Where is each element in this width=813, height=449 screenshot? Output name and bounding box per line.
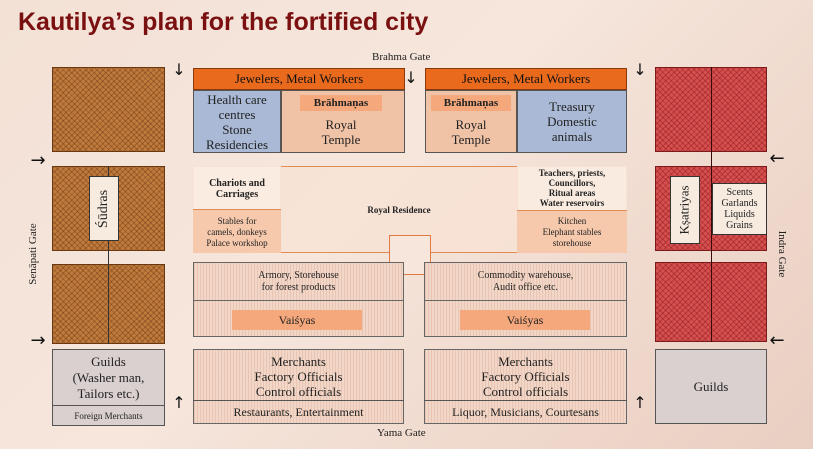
armory-label: Armory, Storehouse for forest products [193, 270, 404, 294]
teachers-line-3: Ritual areas [548, 188, 596, 198]
arrow-left-icon: ← [769, 148, 785, 169]
stables-line-2: camels, donkeys [207, 227, 267, 237]
teachers-line-2: Councillors, [548, 178, 596, 188]
merchants-right-line-3: Control officials [482, 384, 569, 399]
guilds-left-divider [52, 405, 165, 406]
merchants-left-line-1: Merchants [271, 354, 326, 369]
armory-line-2: for forest products [261, 282, 336, 293]
merchants-left-line-3: Control officials [255, 384, 342, 399]
merchants-right-line-2: Factory Officials [481, 369, 570, 384]
item-liquids: Liquids [724, 209, 755, 220]
arrow-up-icon: ↑ [172, 393, 186, 412]
armory-line-1: Armory, Storehouse [258, 270, 339, 281]
royal-temple-right: Royal Temple [431, 117, 511, 147]
merchants-left-label: Merchants Factory Officials Control offi… [193, 354, 404, 399]
armory-divider [193, 300, 404, 301]
commodity-label: Commodity warehouse, Audit office etc. [424, 270, 627, 294]
teachers-label: Teachers, priests, Councillors, Ritual a… [517, 168, 627, 208]
treasury-box: Treasury Domestic animals [517, 90, 627, 153]
stables-label: Stables for camels, donkeys Palace works… [193, 216, 281, 249]
kitchen-line-3: storehouse [552, 238, 592, 248]
arrow-up-icon: ↑ [633, 393, 647, 412]
kitchen-line-2: Elephant stables [542, 227, 602, 237]
top-left-header: Jewelers, Metal Workers [193, 68, 405, 90]
health-line-2: centres [218, 106, 256, 122]
commodity-line-2: Audit office etc. [492, 282, 559, 293]
guilds-left-box [52, 349, 165, 426]
ksatriyas-items-box: Scents Garlands Liquids Grains [712, 183, 767, 235]
royal-temple-left-line-2: Temple [321, 132, 361, 147]
brahmanas-tag-right: Brāhmaṇas [431, 95, 511, 111]
arrow-down-icon: ↓ [172, 60, 186, 79]
restaurants-label: Restaurants, Entertainment [233, 405, 364, 419]
health-line-4: Residencies [205, 136, 269, 152]
armory-block [193, 262, 404, 337]
arrow-down-icon: ↓ [633, 60, 647, 79]
teachers-line-4: Water reservoirs [539, 198, 605, 208]
commodity-line-1: Commodity warehouse, [477, 270, 574, 281]
merchants-right-box [424, 349, 627, 424]
health-line-3: Stone [222, 121, 252, 137]
teachers-box [517, 166, 627, 211]
merchants-left-line-2: Factory Officials [254, 369, 343, 384]
brahmanas-tag-left: Brāhmaṇas [300, 95, 382, 111]
stables-box [193, 210, 281, 253]
vaisyas-tag-right: Vaiśyas [460, 310, 590, 330]
brahma-gate-label: Brahma Gate [372, 51, 431, 63]
commodity-divider [424, 300, 627, 301]
stables-line-1: Stables for [217, 216, 257, 226]
guilds-left-line-2: (Washer man, [72, 370, 145, 385]
ksatriyas-label-box: Kṣatriyas [670, 176, 700, 244]
merchants-left-box [193, 349, 404, 424]
chariots-line-1: Chariots and [209, 178, 265, 189]
item-scents: Scents [726, 187, 753, 198]
treasury-line-3: animals [551, 129, 593, 144]
sudras-label-box: Śūdras [89, 176, 119, 241]
chariots-line-2: Carriages [215, 189, 259, 200]
yama-gate-label: Yama Gate [377, 427, 426, 439]
ksatriyas-divider [711, 67, 712, 342]
foreign-merchants-label: Foreign Merchants [74, 411, 143, 421]
sudras-divider [108, 166, 109, 344]
royal-temple-right-line-1: Royal [455, 117, 487, 132]
arrow-right-icon: → [30, 150, 46, 171]
royal-temple-left: Royal Temple [300, 117, 382, 147]
royal-temple-left-line-1: Royal [325, 117, 357, 132]
merchants-right-divider [424, 400, 627, 401]
health-care-box: Health care centres Stone Residencies [193, 90, 281, 153]
guilds-left-line-3: Tailors etc.) [77, 386, 140, 401]
ksatriyas-label: Kṣatriyas [677, 185, 693, 235]
merchants-right-line-1: Merchants [498, 354, 553, 369]
senapati-gate-label: Senāpati Gate [27, 223, 39, 285]
merchants-left-divider [193, 400, 404, 401]
chariots-label: Chariots and Carriages [193, 178, 281, 200]
arrow-down-icon: ↓ [404, 68, 418, 87]
sudras-block-top [52, 67, 165, 152]
arrow-right-icon: → [30, 330, 46, 351]
health-line-1: Health care [207, 91, 267, 107]
treasury-line-2: Domestic [547, 114, 597, 129]
chariots-box [193, 166, 281, 210]
liquor-label: Liquor, Musicians, Courtesans [452, 405, 599, 419]
indra-gate-label: Indra Gate [776, 230, 788, 278]
kitchen-box [517, 211, 627, 253]
stables-line-3: Palace workshop [206, 238, 268, 248]
vaisyas-tag-left: Vaiśyas [232, 310, 362, 330]
sudras-label: Śūdras [96, 189, 111, 228]
royal-residence-label: Royal Residence [367, 205, 431, 215]
guilds-left-label: Guilds (Washer man, Tailors etc.) [52, 354, 165, 402]
kitchen-line-1: Kitchen [557, 216, 587, 226]
guilds-right-box: Guilds [655, 349, 767, 424]
guilds-left-line-1: Guilds [91, 354, 126, 369]
arrow-left-icon: ← [769, 330, 785, 351]
item-garlands: Garlands [721, 198, 758, 209]
page-title: Kautilya’s plan for the fortified city [18, 8, 429, 36]
top-right-header: Jewelers, Metal Workers [425, 68, 627, 90]
kitchen-label: Kitchen Elephant stables storehouse [517, 216, 627, 249]
teachers-line-1: Teachers, priests, [538, 168, 606, 178]
treasury-line-1: Treasury [549, 99, 595, 114]
item-grains: Grains [726, 220, 753, 231]
merchants-right-label: Merchants Factory Officials Control offi… [424, 354, 627, 399]
royal-temple-right-line-2: Temple [451, 132, 491, 147]
